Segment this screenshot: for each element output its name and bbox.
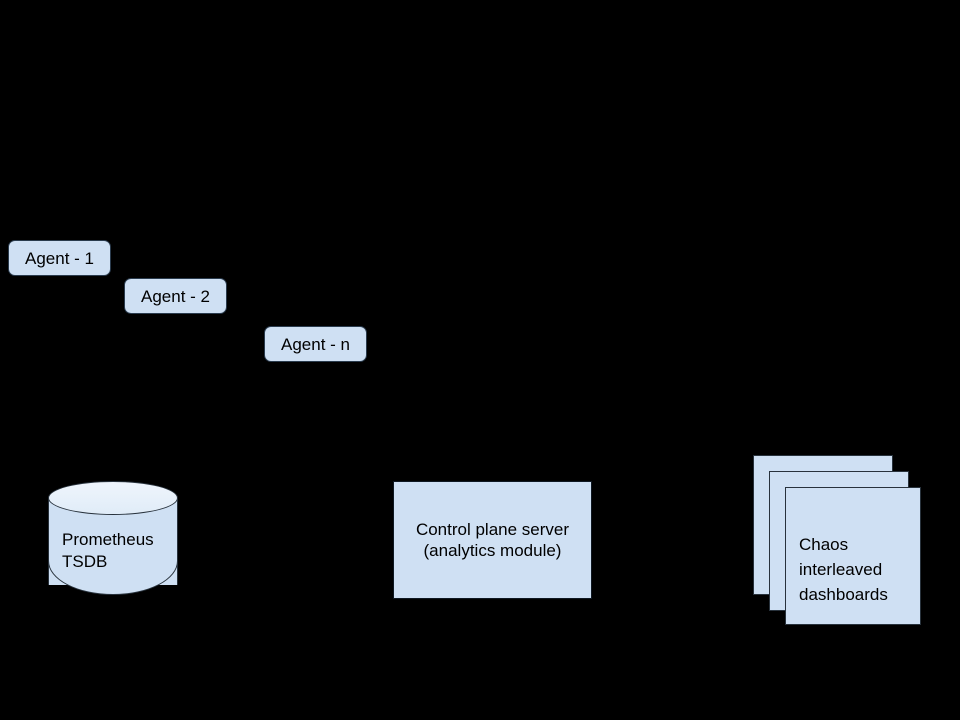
node-prometheus-tsdb[interactable]: Prometheus TSDB [48, 481, 178, 599]
cylinder-top-ellipse [48, 481, 178, 515]
agent-2-label: Agent - 2 [141, 286, 210, 306]
node-chaos-interleaved-dashboards[interactable]: Chaos interleaved dashboards [785, 487, 921, 625]
node-control-plane-server[interactable]: Control plane server (analytics module) [393, 481, 592, 599]
node-agent-2[interactable]: Agent - 2 [124, 278, 227, 314]
agent-1-label: Agent - 1 [25, 248, 94, 268]
node-agent-1[interactable]: Agent - 1 [8, 240, 111, 276]
agent-n-label: Agent - n [281, 334, 350, 354]
control-plane-server-label: Control plane server (analytics module) [415, 520, 570, 560]
chaos-dashboards-label: Chaos interleaved dashboards [799, 535, 888, 604]
prometheus-tsdb-label: Prometheus TSDB [62, 530, 154, 571]
node-agent-n[interactable]: Agent - n [264, 326, 367, 362]
